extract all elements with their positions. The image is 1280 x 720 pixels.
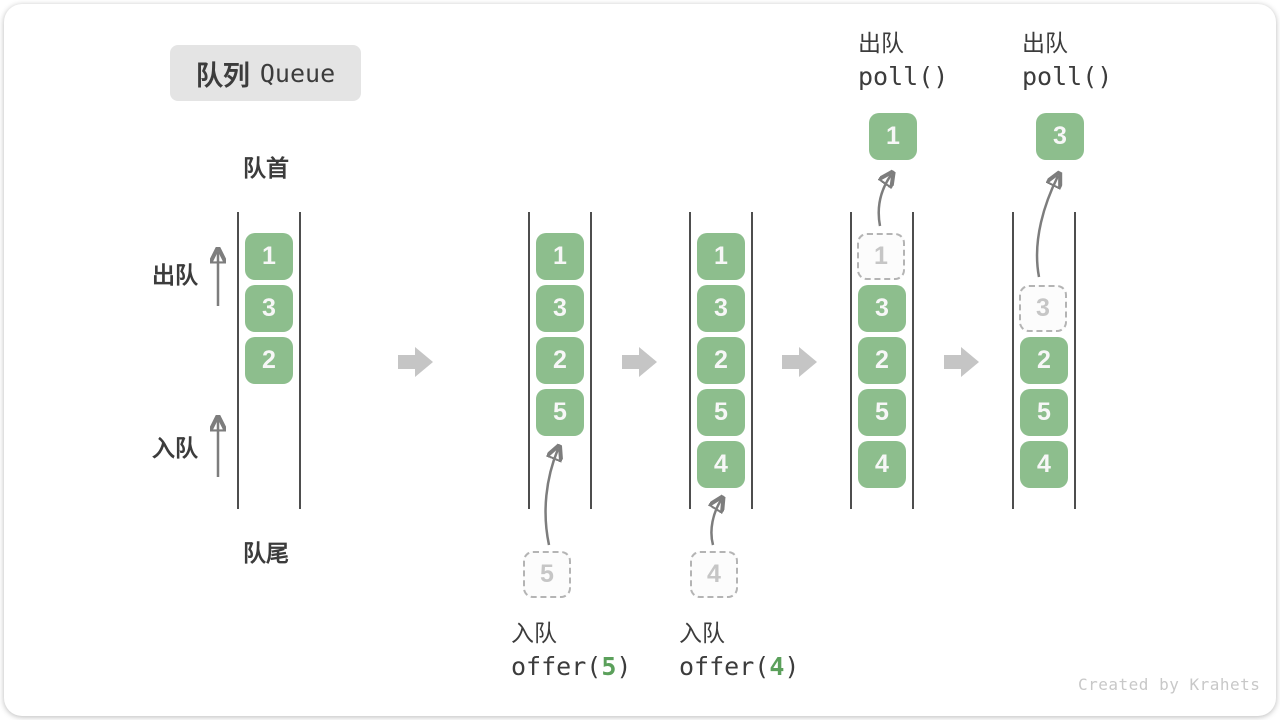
queue-item: 4	[1020, 441, 1068, 488]
queue-wall	[528, 212, 530, 509]
enqueue-op-arg: 4	[769, 652, 785, 681]
poll-op-label: 出队 poll()	[858, 26, 948, 94]
queue-wall	[299, 212, 301, 509]
queue-wall	[689, 212, 691, 509]
queue-item: 2	[697, 337, 745, 384]
queue-item: 3	[858, 285, 906, 332]
queue-item: 2	[1020, 337, 1068, 384]
watermark: Created by Krahets	[1078, 675, 1261, 694]
enqueue-op-code: offer(4)	[679, 652, 800, 681]
queue-wall	[237, 212, 239, 509]
queue-wall	[751, 212, 753, 509]
queue-item: 4	[697, 441, 745, 488]
queue-wall	[1074, 212, 1076, 509]
poll-op-code: poll()	[1022, 62, 1113, 91]
queue-item: 4	[858, 441, 906, 488]
transition-arrow-icon	[398, 347, 433, 377]
poll-op-label: 出队 poll()	[1022, 26, 1112, 94]
queue-item: 3	[697, 285, 745, 332]
dequeued-item: 3	[1036, 113, 1084, 160]
queue-item: 2	[536, 337, 584, 384]
queue-item: 5	[536, 389, 584, 436]
enqueue-op-label: 入队 offer(4)	[679, 616, 799, 684]
queue-item: 5	[697, 389, 745, 436]
enqueue-op-code: offer(5)	[511, 652, 632, 681]
title-zh: 队列	[195, 60, 250, 91]
dequeue-side-label: 出队	[152, 262, 198, 288]
enqueue-op-label: 入队 offer(5)	[511, 616, 631, 684]
queue-front-label: 队首	[243, 155, 289, 181]
enqueue-side-label: 入队	[152, 435, 198, 461]
queue-wall	[590, 212, 592, 509]
transition-arrow-icon	[622, 347, 657, 377]
incoming-item: 4	[690, 551, 738, 598]
queue-item: 1	[536, 233, 584, 280]
incoming-item: 5	[523, 551, 571, 598]
enqueue-op-zh: 入队	[679, 620, 725, 646]
queue-wall	[912, 212, 914, 509]
enqueue-op-zh: 入队	[511, 620, 557, 646]
queue-item-ghost: 3	[1019, 285, 1067, 332]
poll-op-code: poll()	[858, 62, 949, 91]
enqueue-op-arg: 5	[601, 652, 617, 681]
queue-item: 2	[858, 337, 906, 384]
poll-op-zh: 出队	[1022, 30, 1068, 56]
transition-arrow-icon	[782, 347, 817, 377]
queue-item: 5	[1020, 389, 1068, 436]
dequeued-item: 1	[869, 113, 917, 160]
queue-item-ghost: 1	[857, 233, 905, 280]
queue-wall	[1012, 212, 1014, 509]
queue-item: 3	[245, 285, 293, 332]
queue-item: 1	[697, 233, 745, 280]
queue-item: 2	[245, 337, 293, 384]
queue-item: 5	[858, 389, 906, 436]
queue-item: 3	[536, 285, 584, 332]
title-en: Queue	[259, 58, 336, 88]
poll-op-zh: 出队	[858, 30, 904, 56]
transition-arrow-icon	[944, 347, 979, 377]
queue-wall	[850, 212, 852, 509]
title-badge: 队列 Queue	[170, 45, 361, 101]
queue-rear-label: 队尾	[243, 540, 289, 566]
queue-item: 1	[245, 233, 293, 280]
